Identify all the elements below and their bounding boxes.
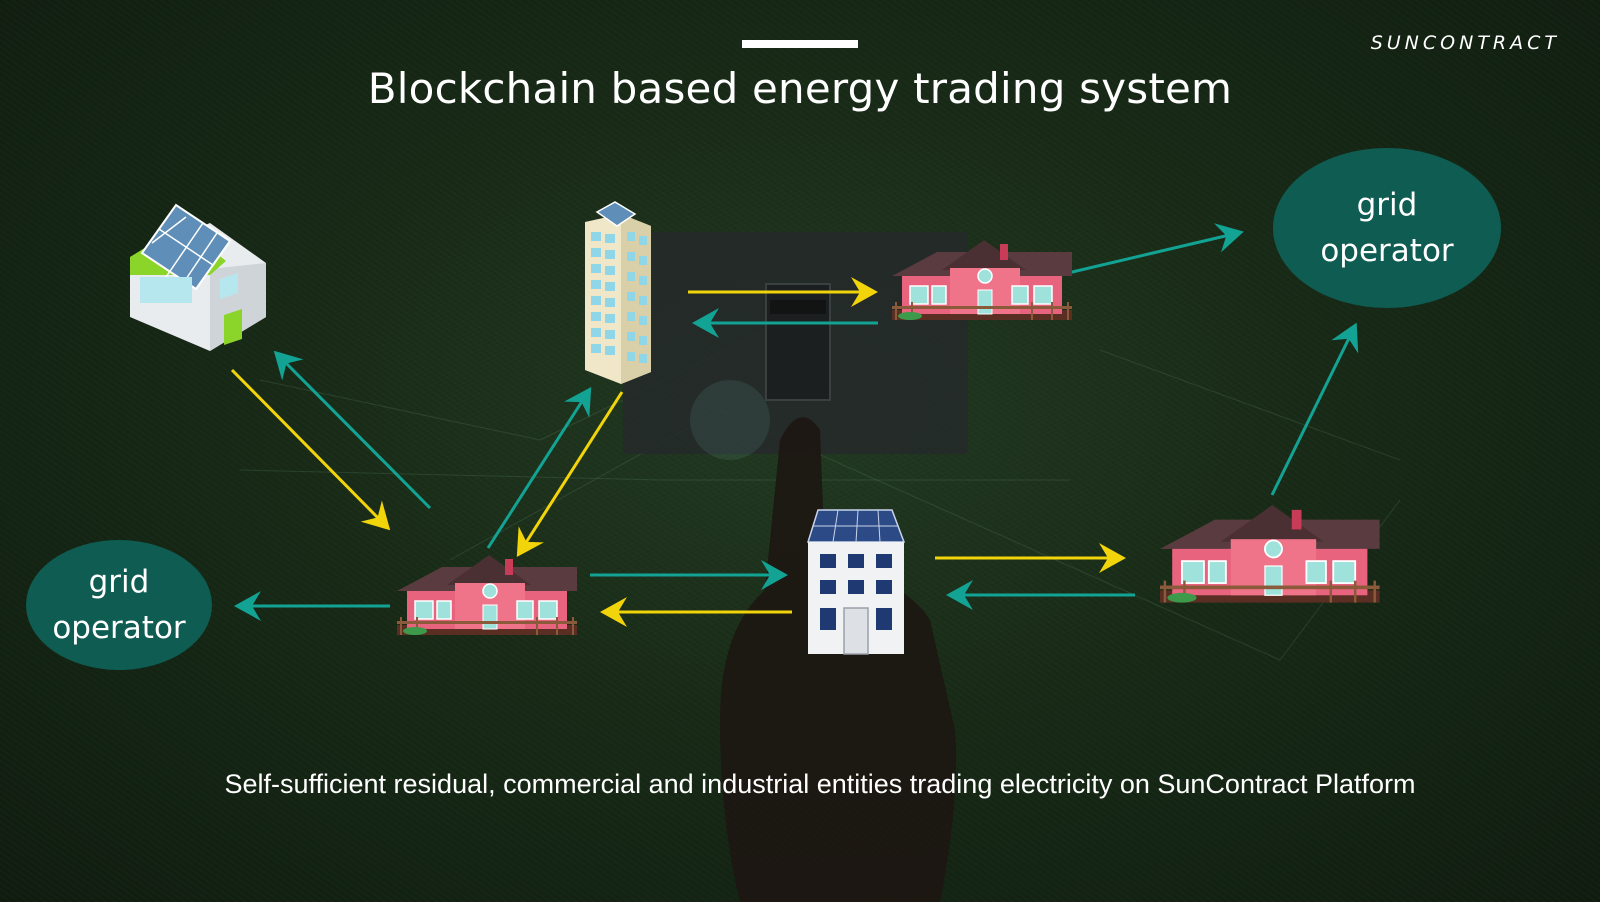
arrow-solar-house-to-left-house bbox=[230, 368, 391, 531]
arrow-left-house-to-tower bbox=[486, 386, 592, 549]
grid-operator-left: grid operator bbox=[26, 540, 212, 670]
grid-operator-right: grid operator bbox=[1273, 148, 1501, 308]
grid-operator-left-line2: operator bbox=[52, 610, 186, 646]
grid-operator-left-line1: grid bbox=[88, 564, 150, 600]
arrow-tower-to-left-house bbox=[516, 391, 624, 558]
grid-operator-right-line1: grid bbox=[1356, 187, 1418, 223]
arrow-house-top-to-grid-right bbox=[1067, 223, 1244, 275]
grid-operator-right-line2: operator bbox=[1320, 233, 1454, 269]
arrow-left-house-to-solar-house bbox=[273, 350, 432, 510]
hand-switch-icon bbox=[623, 232, 968, 902]
pink-house-left-icon bbox=[396, 554, 578, 636]
brand-logo: SUNCONTRACT bbox=[1370, 32, 1560, 54]
office-tower-icon bbox=[585, 201, 651, 384]
page-title: Blockchain based energy trading system bbox=[367, 64, 1233, 113]
arrow-right-house-to-grid-right bbox=[1270, 322, 1359, 496]
solar-apartment-icon bbox=[806, 509, 906, 655]
solar-house-icon bbox=[130, 203, 266, 351]
caption: Self-sufficient residual, commercial and… bbox=[224, 769, 1416, 799]
pink-house-right-icon bbox=[1158, 503, 1381, 604]
arrows bbox=[230, 223, 1359, 627]
title-underline bbox=[742, 40, 858, 48]
